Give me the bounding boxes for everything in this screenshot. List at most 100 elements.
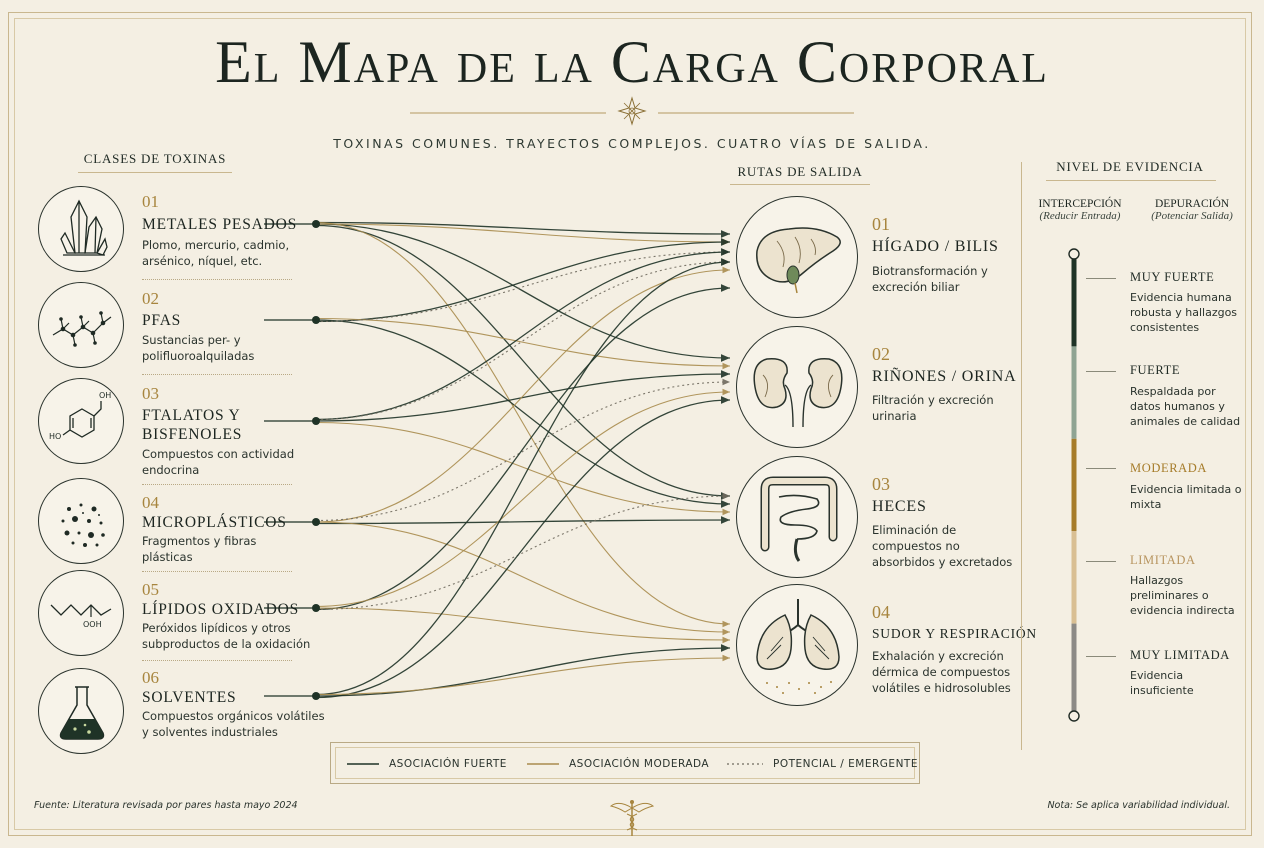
svg-text:OH: OH xyxy=(99,391,111,400)
intestines-icon xyxy=(760,476,838,562)
toxin-divider xyxy=(142,660,292,661)
footer-note: Nota: Se aplica variabilidad individual. xyxy=(1047,800,1230,811)
flow-line xyxy=(315,644,731,697)
route-icon-circle-1 xyxy=(736,196,858,318)
flow-line xyxy=(315,388,731,608)
particle-dot xyxy=(98,514,100,516)
evidence-segment xyxy=(1071,623,1077,716)
evidence-col-depuration: DEPURACIÓN (Potenciar Salida) xyxy=(1142,198,1242,222)
evidence-tick xyxy=(1086,371,1116,372)
route-number: 04 xyxy=(872,602,890,622)
flow-line xyxy=(315,378,731,522)
evidence-segment xyxy=(1071,346,1077,439)
evidence-tick xyxy=(1086,656,1116,657)
toxin-number: 01 xyxy=(142,192,159,211)
particle-dot xyxy=(88,532,94,538)
evidence-col-interception: INTERCEPCIÓN (Reducir Entrada) xyxy=(1030,198,1130,222)
svg-text:HO: HO xyxy=(49,432,61,441)
page-title: El Mapa de la Carga Corporal xyxy=(215,29,1049,95)
toxin-desc: Compuestos con actividad endocrina xyxy=(142,447,295,477)
evidence-level-name: MODERADA xyxy=(1130,461,1208,475)
toxin-name: FTALATOS Y BISFENOLES xyxy=(142,407,243,443)
route-number: 01 xyxy=(872,214,890,234)
evidence-level-desc: Hallazgos preliminares o evidencia indir… xyxy=(1130,574,1235,617)
flow-line xyxy=(315,248,731,421)
particle-dot xyxy=(67,507,71,511)
evidence-level-desc: Evidencia limitada o mixta xyxy=(1130,483,1242,511)
legend-moderate-label: ASOCIACIÓN MODERADA xyxy=(569,758,710,770)
title-ornament xyxy=(410,96,854,126)
route-name: HECES xyxy=(872,498,927,515)
toxin-desc: Fragmentos y fibras plásticas xyxy=(142,534,257,564)
legend-strong-label: ASOCIACIÓN FUERTE xyxy=(389,758,507,770)
flow-line xyxy=(315,607,731,644)
route-number: 02 xyxy=(872,344,890,364)
evidence-level-desc: Evidencia humana robusta y hallazgos con… xyxy=(1130,291,1238,334)
route-name: HÍGADO / BILIS xyxy=(872,238,999,255)
flow-line xyxy=(315,319,731,508)
toxin-icon-circle-4 xyxy=(38,478,124,564)
liver-icon xyxy=(756,227,841,294)
toxin-icon-circle-1 xyxy=(38,186,124,272)
flow-line xyxy=(315,258,731,696)
toxin-icon-circle-3: OH HO xyxy=(38,378,124,464)
evidence-level-name: MUY LIMITADA xyxy=(1130,648,1230,662)
inner-frame xyxy=(14,18,1246,830)
evidence-segment xyxy=(1071,531,1077,624)
toxin-divider xyxy=(142,374,292,375)
toxin-number: 05 xyxy=(142,580,159,599)
toxin-number: 06 xyxy=(142,668,159,687)
particle-dot xyxy=(83,543,87,547)
flow-line xyxy=(315,223,731,246)
route-number: 03 xyxy=(872,474,890,494)
flow-line xyxy=(315,223,731,362)
outer-frame xyxy=(8,12,1252,836)
molecule-chain-icon xyxy=(52,311,112,347)
particle-dot xyxy=(91,506,97,512)
particle-dot xyxy=(64,530,70,536)
flow-line xyxy=(315,266,731,523)
toxin-divider xyxy=(142,571,292,572)
caduceus-icon xyxy=(609,800,655,836)
page-subtitle: TOXINAS COMUNES. TRAYECTOS COMPLEJOS. CU… xyxy=(333,136,931,151)
route-icon-circle-4 xyxy=(736,584,858,706)
svg-text:OOH: OOH xyxy=(83,620,102,629)
evidence-col-sub: (Potenciar Salida) xyxy=(1151,210,1233,222)
lungs-icon xyxy=(756,599,840,694)
flow-line xyxy=(315,221,731,238)
flask-icon xyxy=(59,686,105,740)
evidence-level-desc: Evidencia insuficiente xyxy=(1130,669,1194,697)
legend-inner-border xyxy=(335,747,915,779)
toxin-name: METALES PESADOS xyxy=(142,216,298,233)
flow-line xyxy=(315,654,731,696)
evidence-col-title: DEPURACIÓN xyxy=(1154,198,1230,210)
toxin-divider xyxy=(142,484,292,485)
flow-line xyxy=(315,421,731,516)
evidence-segment xyxy=(1071,254,1077,347)
toxin-icon-circle-2 xyxy=(38,282,124,368)
kidneys-icon xyxy=(753,358,843,428)
particle-dot xyxy=(77,531,81,535)
routes-header: RUTAS DE SALIDA xyxy=(737,164,863,179)
particle-dot xyxy=(87,519,91,523)
evidence-level-desc: Respaldada por datos humanos y animales … xyxy=(1130,385,1241,428)
toxin-number: 04 xyxy=(142,493,159,512)
route-icon-circle-3 xyxy=(736,456,858,578)
evidence-level-name: LIMITADA xyxy=(1130,553,1196,567)
toxin-number: 03 xyxy=(142,384,159,403)
flow-line xyxy=(315,258,731,421)
evidence-header: NIVEL DE EVIDENCIA xyxy=(1056,159,1204,174)
toxin-desc: Sustancias per- y polifluoroalquiladas xyxy=(142,333,255,363)
particle-dot xyxy=(61,519,65,523)
flow-line xyxy=(315,396,731,699)
particle-dot xyxy=(101,533,105,537)
compass-star-icon xyxy=(617,96,647,126)
flow-line xyxy=(315,521,731,636)
flow-line xyxy=(315,492,731,611)
flow-line xyxy=(315,317,731,370)
toxin-desc: Peróxidos lipídicos y otros subproductos… xyxy=(142,621,311,651)
evidence-col-sub: (Reducir Entrada) xyxy=(1039,210,1121,222)
hydroperoxide-icon: OOH xyxy=(50,604,112,629)
particle-dot xyxy=(82,512,84,514)
